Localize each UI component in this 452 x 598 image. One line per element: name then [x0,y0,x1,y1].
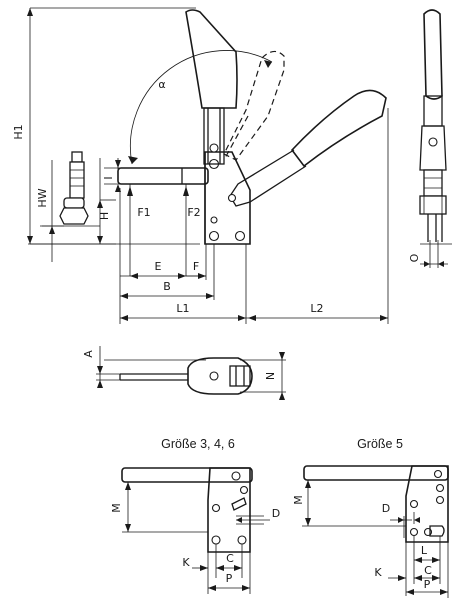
variant-left-drawing [121,467,270,594]
left-label-c: C [226,552,234,565]
main-side-view [27,7,389,324]
angle-arc [130,50,273,165]
right-label-l: L [421,544,428,557]
label-o: O [408,253,421,262]
label-l1: L1 [176,302,189,315]
label-alpha: α [158,78,165,91]
variant-right-title: Größe 5 [357,437,403,451]
right-label-k: K [374,566,382,579]
handle-open [290,89,387,168]
handle-vertical [185,9,238,109]
label-l2: L2 [310,302,323,315]
front-view [419,9,452,268]
variant-left-title: Größe 3, 4, 6 [161,437,235,451]
label-a: A [82,350,95,358]
left-label-m: M [110,503,123,513]
left-label-p: P [226,572,233,585]
label-e: E [155,260,162,273]
clamp-arm [117,167,209,185]
variant-right-drawing [302,465,449,598]
label-f: F [193,260,199,273]
label-h1: H1 [12,124,25,139]
hole [234,230,246,242]
right-label-d: D [382,502,390,515]
left-label-k: K [182,556,190,569]
hole [210,216,218,224]
right-label-p: P [424,578,431,591]
right-label-m: M [292,495,305,505]
label-f2: F2 [187,206,200,219]
label-n: N [264,372,277,380]
handle-intermediate-dashed [223,50,285,161]
left-label-d: D [272,507,280,520]
top-view [96,346,286,400]
label-h: H [98,212,111,220]
label-f1: F1 [137,206,150,219]
spindle-assembly [42,151,89,227]
top-handle-body [187,357,253,395]
hole [208,230,220,242]
label-hw: HW [36,188,49,207]
right-label-c: C [424,564,432,577]
label-i: I [102,176,115,179]
label-b: B [163,280,171,293]
